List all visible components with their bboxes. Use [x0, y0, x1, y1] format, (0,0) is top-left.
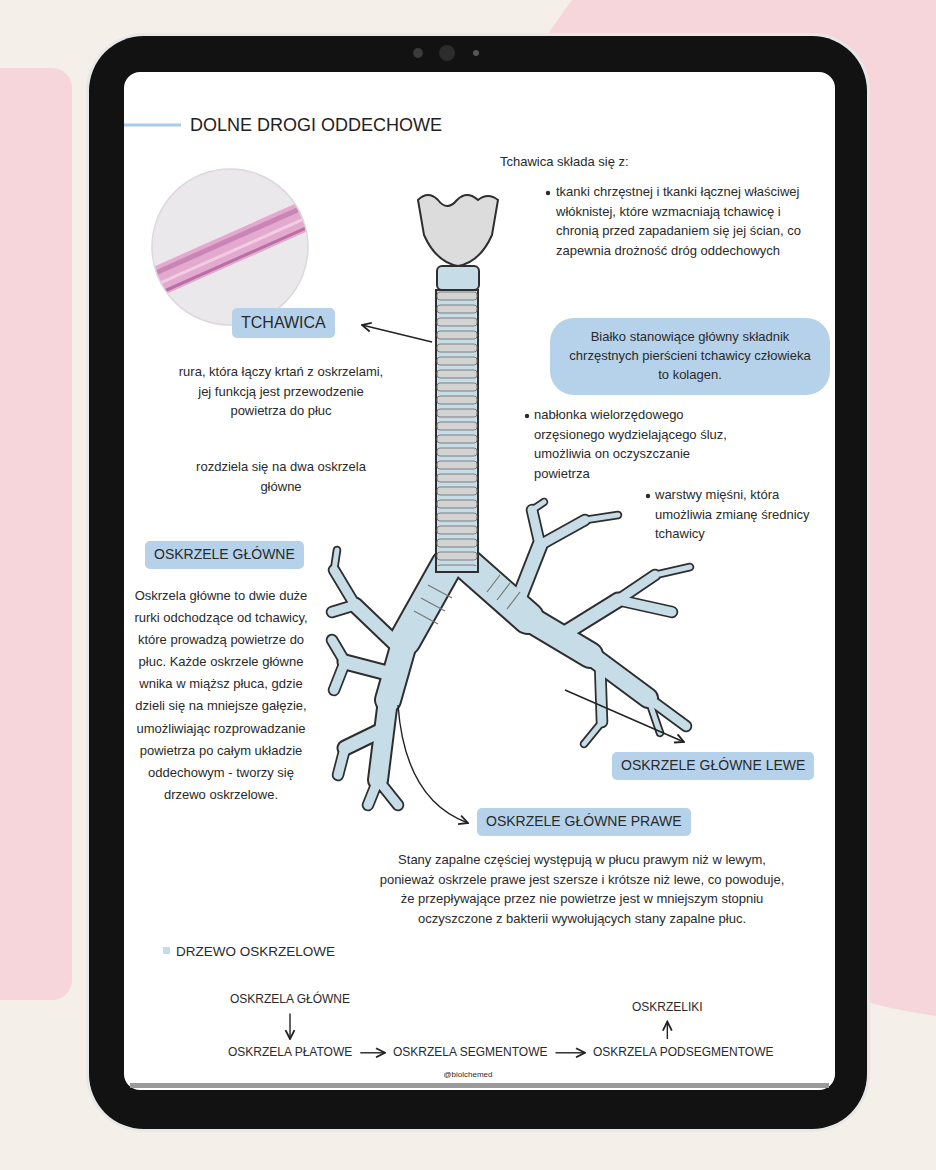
node-text: OSKRZELA PODSEGMENTOWE [593, 1045, 773, 1061]
bronchus-rings [414, 575, 520, 624]
heading-marker [163, 947, 170, 954]
note-text: Stany zapalne częściej występują w płucu… [372, 850, 792, 928]
watermark: @biolchemed [418, 1069, 518, 1081]
flow-arrow [289, 1014, 290, 1039]
bullet-text: tkanki chrzęstnej i tkanki łącznej właśc… [556, 182, 826, 260]
flow-step: OSKRZELA GŁÓWNE [226, 990, 354, 1010]
node-text: OSKRZELA PŁATOWE [228, 1045, 352, 1061]
node-text: TCHAWICA [241, 313, 326, 333]
bullet-dot [646, 494, 650, 498]
trachea-rings [436, 290, 478, 566]
description-text: rozdziela się na dwa oskrzela główne [175, 457, 387, 496]
node-text: Białko stanowiące główny składnik chrzęs… [566, 328, 814, 385]
leader-line [362, 325, 432, 342]
title-rule [124, 124, 181, 127]
bullet-dot [525, 414, 529, 418]
camera-dot [413, 48, 423, 58]
info-pill: Białko stanowiące główny składnik chrzęs… [550, 318, 830, 395]
description-text: Oskrzela główne to dwie duże rurki odcho… [132, 585, 310, 806]
bullet-dot [546, 191, 550, 195]
tablet-rim [86, 33, 870, 1132]
tablet-screen [124, 72, 835, 1090]
node-text: OSKRZELA GŁÓWNE [230, 992, 350, 1008]
decor-panel [0, 68, 72, 1000]
node-text: OSKRZELE GŁÓWNE LEWE [621, 757, 805, 775]
cricoid-cartilage [437, 266, 479, 290]
page-title: DOLNE DROGI ODDECHOWE [190, 112, 442, 139]
label-tag: TCHAWICA [232, 308, 335, 338]
tablet-body [89, 36, 867, 1129]
node-text: OSKRZELE GŁÓWNE PRAWE [486, 813, 682, 831]
screen-bar [130, 1083, 829, 1088]
camera-dot [473, 50, 479, 56]
micrograph [133, 167, 328, 327]
label-tag: OSKRZELE GŁÓWNE PRAWE [477, 808, 691, 836]
flow-step: OSKRZELA SEGMENTOWE [389, 1043, 551, 1063]
description-text: rura, która łączy krtań z oskrzelami, je… [175, 362, 387, 421]
node-text: OSKRZELIKI [632, 1000, 703, 1016]
flow-step: OSKRZELA PŁATOWE [224, 1043, 356, 1063]
flow-step: OSKRZELIKI [628, 998, 707, 1018]
intro-text: Tchawica składa się z: [500, 152, 800, 172]
flow-arrow [555, 1052, 585, 1053]
thyroid-cartilage [418, 195, 498, 266]
bullet-text: nabłonka wielorzędowego orzęsionego wydz… [534, 405, 746, 483]
node-text: OSKRZELE GŁÓWNE [154, 546, 295, 564]
section-heading: DRZEWO OSKRZELOWE [176, 942, 335, 962]
leader-line [565, 690, 684, 742]
label-tag: OSKRZELE GŁÓWNE [145, 541, 304, 569]
leader-line [398, 705, 468, 823]
label-tag: OSKRZELE GŁÓWNE LEWE [612, 752, 814, 780]
flow-step: OSKRZELA PODSEGMENTOWE [589, 1043, 777, 1063]
node-text: OSKRZELA SEGMENTOWE [393, 1045, 547, 1061]
trachea [436, 290, 478, 572]
bullet-text: warstwy mięśni, która umożliwia zmianę ś… [655, 485, 827, 544]
camera-lens [439, 45, 455, 61]
micrograph-border [152, 169, 308, 325]
flow-arrow [360, 1052, 385, 1053]
flow-arrow [667, 1022, 668, 1039]
